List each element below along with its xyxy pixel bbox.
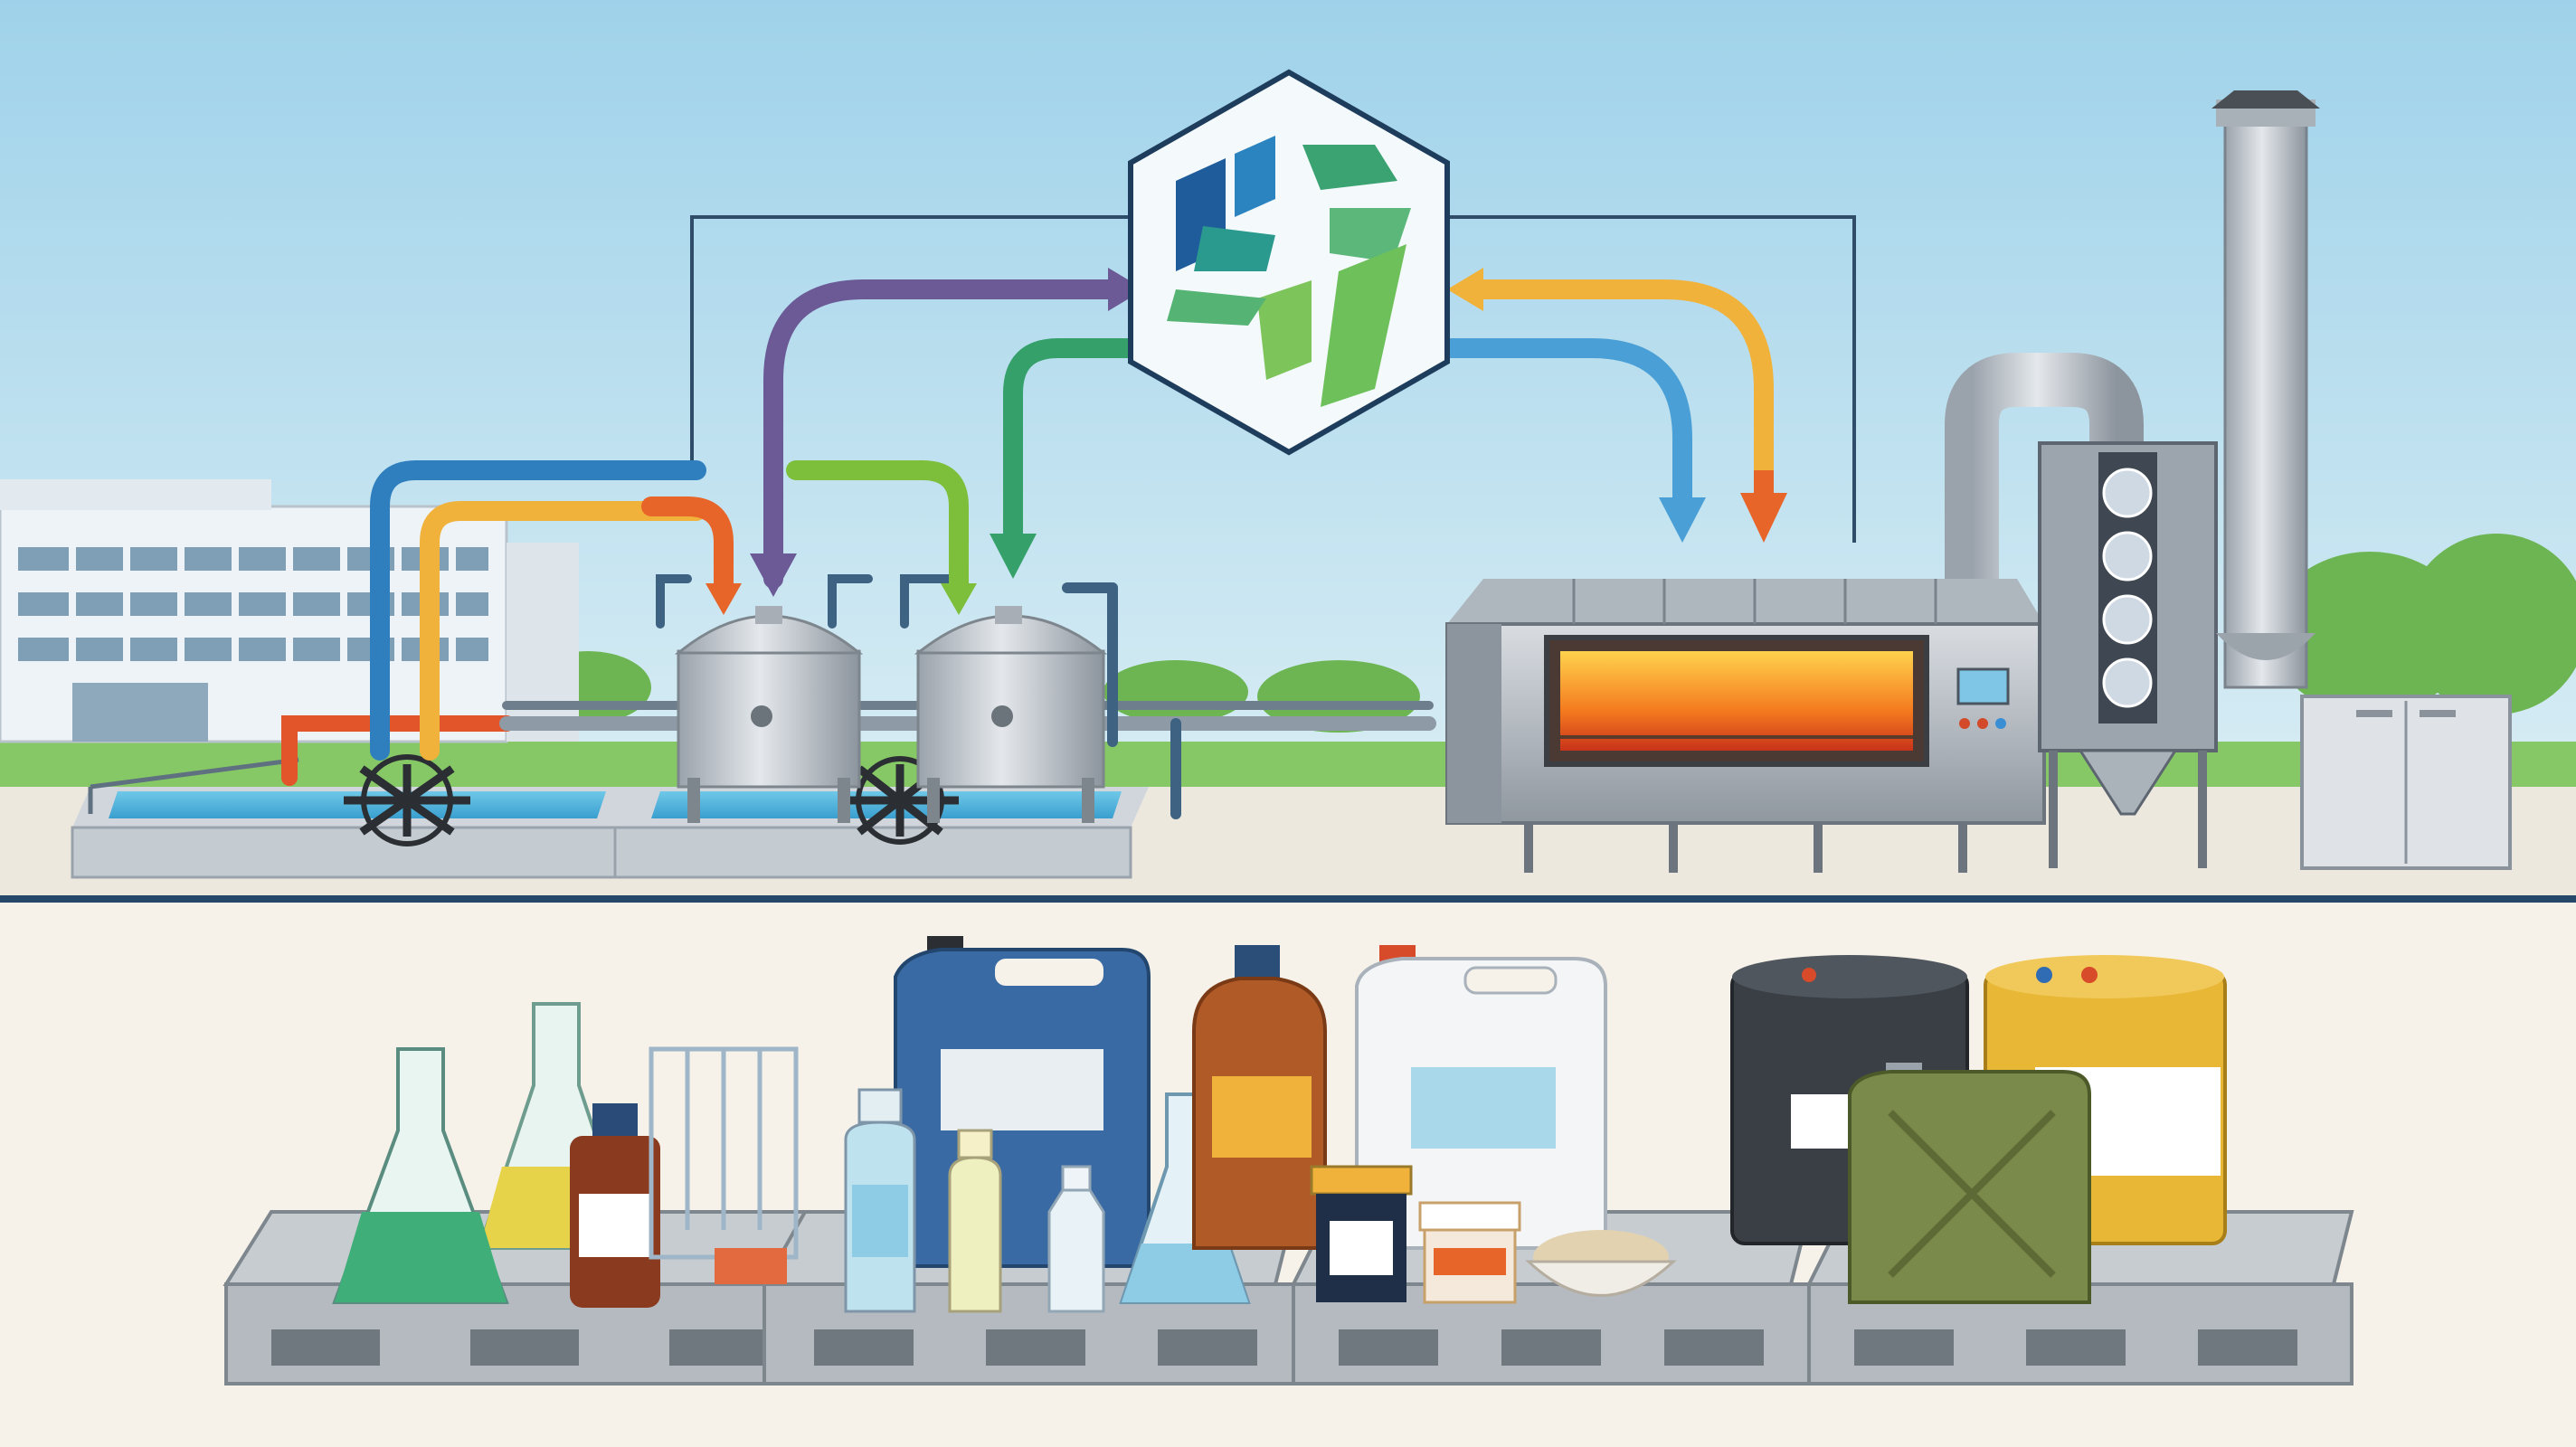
recycling-hexagon-logo — [1128, 69, 1450, 456]
flue-gas-filter-tower — [2038, 441, 2218, 868]
brown-bottle — [1192, 945, 1327, 1250]
yellow-arrow — [1473, 279, 1774, 480]
flue-duct — [1945, 353, 2144, 579]
green-arrow — [1003, 338, 1150, 544]
small-vials — [948, 1129, 1105, 1313]
blue-arrow — [1437, 338, 1692, 516]
powder-bowl — [1525, 1230, 1677, 1297]
blue-left-pipe — [370, 460, 706, 761]
reactor-tank-1 — [674, 606, 864, 823]
white-jerrycan — [1355, 945, 1607, 1250]
jars — [1310, 1165, 1521, 1304]
distant-trees — [525, 534, 2576, 733]
amber-bottle — [570, 1103, 660, 1308]
flow-arrows — [370, 279, 1774, 761]
orange-left-pipe — [641, 497, 734, 598]
arrow-heads — [706, 268, 1787, 615]
furnace-fire — [1560, 651, 1913, 751]
yellow-left-pipe — [420, 501, 706, 761]
reactor-tank-2 — [914, 606, 1108, 823]
panel-divider — [0, 895, 2576, 903]
aerator-wheel-1 — [344, 754, 470, 846]
railing — [88, 757, 299, 814]
lime-pipe — [786, 460, 969, 598]
control-screen — [1956, 667, 2010, 705]
exhaust-stack — [2211, 90, 2320, 689]
control-lines — [690, 215, 1856, 543]
electrical-cabinet — [2300, 695, 2512, 870]
test-tube-rack — [649, 1046, 799, 1284]
rotary-incinerator — [1445, 579, 2046, 873]
blue-jerrycan — [894, 936, 1151, 1268]
lower-panel — [0, 903, 2576, 1447]
erlenmeyer-flask — [332, 1047, 509, 1304]
green-jerrycan — [1848, 1063, 2091, 1304]
water-treatment-basins — [71, 754, 1149, 879]
clear-bottle — [844, 1088, 916, 1313]
upper-panel — [0, 0, 2576, 895]
purple-arrow — [763, 279, 1132, 589]
